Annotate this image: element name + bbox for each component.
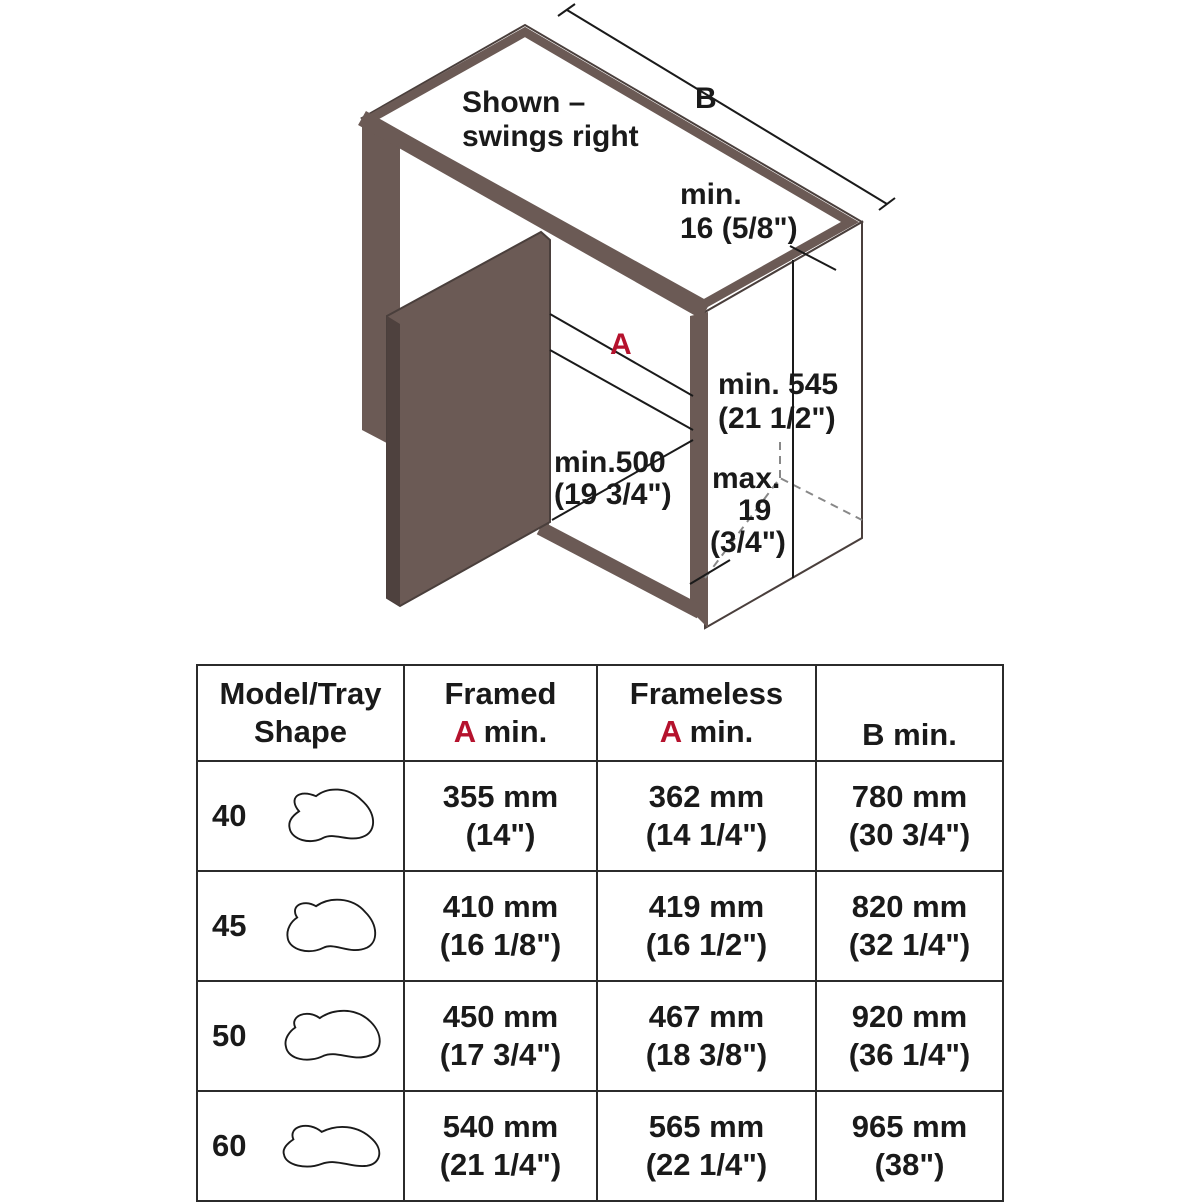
label-max19-1: max. xyxy=(712,462,780,495)
framed-a-min-cell: 355 mm (14") xyxy=(403,760,598,872)
label-min16-1: min. xyxy=(680,178,742,211)
b-min-cell: 780 mm (30 3/4") xyxy=(815,760,1004,872)
kidney-tray-icon xyxy=(286,898,377,952)
label-shown-1: Shown – xyxy=(462,86,585,119)
label-min16-2: 16 (5/8") xyxy=(680,212,798,245)
dim-line-A xyxy=(549,313,694,397)
header-framed: Framed A min. xyxy=(403,664,598,762)
label-min545-2: (21 1/2") xyxy=(718,402,836,435)
table-row: 60 540 mm (21 1/4") 565 mm (22 1/4") 965… xyxy=(196,1090,1004,1202)
label-A: A xyxy=(610,328,632,361)
framed-a-min-cell: 450 mm (17 3/4") xyxy=(403,980,598,1092)
label-min500-1: min.500 xyxy=(554,446,666,479)
dim-tick-B-left xyxy=(557,3,576,17)
header-frameless: Frameless A min. xyxy=(596,664,817,762)
label-B: B xyxy=(695,82,717,115)
label-min500-2: (19 3/4") xyxy=(554,478,672,511)
model-cell: 50 xyxy=(196,980,405,1092)
label-min545-1: min. 545 xyxy=(718,368,838,401)
model-cell: 45 xyxy=(196,870,405,982)
spec-table: Model/Tray Shape Framed A min. Frameless… xyxy=(196,664,1004,1202)
header-model: Model/Tray Shape xyxy=(196,664,405,762)
dim-line-B xyxy=(566,9,888,205)
model-number: 45 xyxy=(212,908,247,943)
model-number: 50 xyxy=(212,1018,247,1053)
cabinet-front-edge xyxy=(358,111,709,319)
kidney-tray-icon xyxy=(282,1124,381,1168)
dim-line-16 xyxy=(789,245,837,271)
frameless-a-min-cell: 419 mm (16 1/2") xyxy=(596,870,817,982)
model-number: 60 xyxy=(212,1128,247,1163)
dim-line-A-bottom xyxy=(549,349,694,431)
label-max19-3: (3/4") xyxy=(710,526,786,559)
dim-tick-B-right xyxy=(878,197,896,211)
cabinet-door-edge xyxy=(387,316,400,606)
b-min-cell: 920 mm (36 1/4") xyxy=(815,980,1004,1092)
header-frameless-letter: A xyxy=(659,714,681,749)
framed-a-min-cell: 540 mm (21 1/4") xyxy=(403,1090,598,1202)
header-framed-letter: A xyxy=(453,714,475,749)
kidney-tray-icon xyxy=(284,1009,381,1061)
model-cell: 40 xyxy=(196,760,405,872)
table-row: 40 355 mm (14") 362 mm (14 1/4") 780 mm … xyxy=(196,760,1004,872)
cabinet-bottom-edge xyxy=(536,521,704,619)
model-number: 40 xyxy=(212,798,247,833)
dim-line-19 xyxy=(689,559,731,585)
hidden-bottom-line xyxy=(704,476,863,579)
table-header-row: Model/Tray Shape Framed A min. Frameless… xyxy=(196,664,1004,762)
header-b-min: B min. xyxy=(815,664,1004,762)
table-row: 45 410 mm (16 1/8") 419 mm (16 1/2") 820… xyxy=(196,870,1004,982)
frameless-a-min-cell: 362 mm (14 1/4") xyxy=(596,760,817,872)
cabinet-diagram: B A Shown – swings right min. 16 (5/8") … xyxy=(358,3,896,630)
cabinet-door xyxy=(386,230,551,608)
b-min-cell: 820 mm (32 1/4") xyxy=(815,870,1004,982)
table-row: 50 450 mm (17 3/4") 467 mm (18 3/8") 920… xyxy=(196,980,1004,1092)
frameless-a-min-cell: 467 mm (18 3/8") xyxy=(596,980,817,1092)
framed-a-min-cell: 410 mm (16 1/8") xyxy=(403,870,598,982)
dim-line-500 xyxy=(551,439,694,521)
b-min-cell: 965 mm (38") xyxy=(815,1090,1004,1202)
model-cell: 60 xyxy=(196,1090,405,1202)
label-shown-2: swings right xyxy=(462,120,639,153)
frameless-a-min-cell: 565 mm (22 1/4") xyxy=(596,1090,817,1202)
label-max19-2: 19 xyxy=(738,494,771,527)
kidney-tray-icon xyxy=(288,788,375,842)
cabinet-front-stile xyxy=(690,312,708,628)
